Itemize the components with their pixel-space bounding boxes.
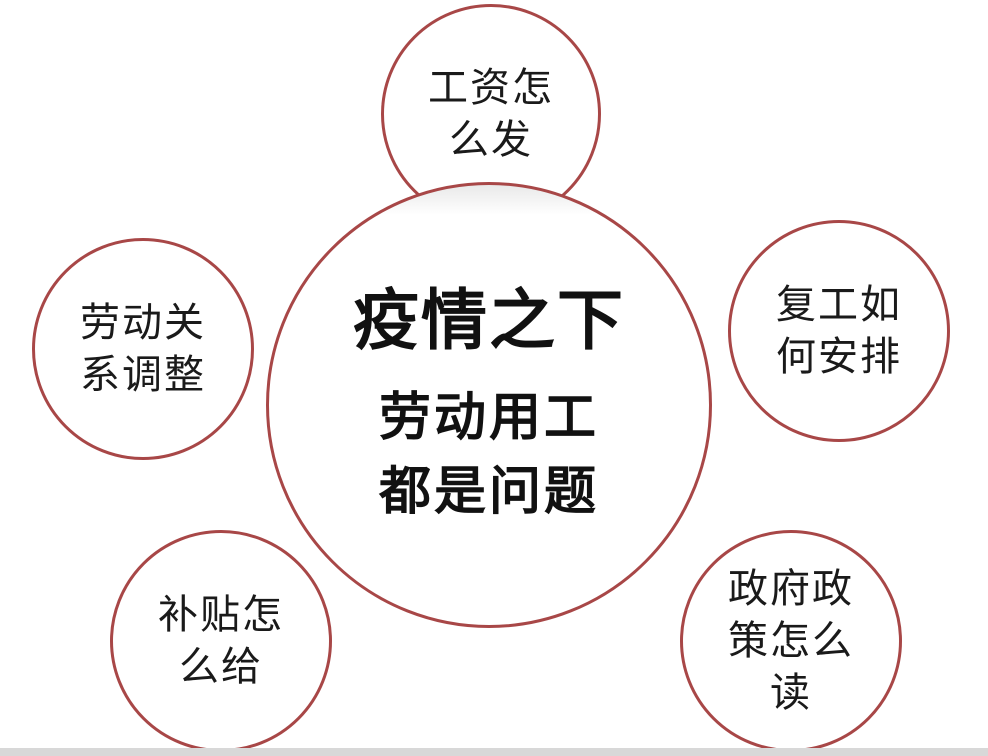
center-node-text: 疫情之下 劳动用工 都是问题 [353,281,625,529]
node-resume-work-label: 复工如 何安排 [776,279,902,383]
node-policy: 政府政 策怎么 读 [680,530,902,752]
center-line-2: 都是问题 [378,462,599,522]
node-subsidy-label: 补贴怎 么给 [158,589,284,693]
node-resume-work: 复工如 何安排 [728,220,950,442]
node-labor-relations-line2: 系调整 [80,352,206,398]
center-line-1: 劳动用工 [378,388,599,448]
node-subsidy-line2: 么给 [179,644,263,690]
center-node: 疫情之下 劳动用工 都是问题 [266,182,712,628]
node-policy-line1: 政府政 [728,566,854,612]
node-resume-work-line2: 何安排 [776,334,902,380]
node-subsidy: 补贴怎 么给 [110,530,332,752]
node-wages-line1: 工资怎 [428,65,554,111]
node-labor-relations: 劳动关 系调整 [32,238,254,460]
node-policy-line2: 策怎么 [728,618,854,664]
node-policy-label: 政府政 策怎么 读 [728,563,854,719]
center-title: 疫情之下 [353,282,625,359]
node-wages-label: 工资怎 么发 [428,62,554,166]
node-subsidy-line1: 补贴怎 [158,592,284,638]
node-labor-relations-label: 劳动关 系调整 [80,297,206,401]
node-policy-line3: 读 [770,670,812,716]
node-labor-relations-line1: 劳动关 [80,300,206,346]
node-wages-line2: 么发 [449,117,533,163]
bottom-divider [0,748,988,756]
node-resume-work-line1: 复工如 [776,282,902,328]
